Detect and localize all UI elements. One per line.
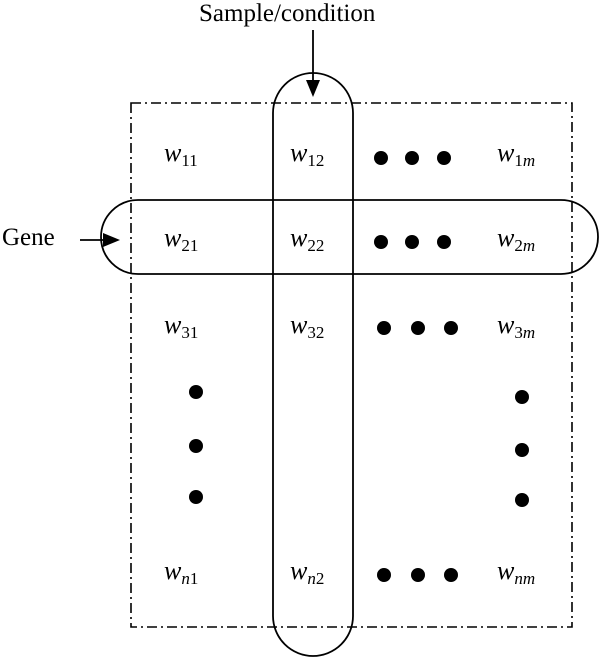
dot: [189, 385, 203, 399]
dot: [437, 151, 451, 165]
dot: [411, 321, 425, 335]
cell-letter: w: [290, 223, 308, 252]
cell-w32: w32: [290, 310, 325, 342]
cell-subscript: 2: [514, 236, 523, 255]
dot: [515, 493, 529, 507]
cell-subscript: 1: [189, 569, 199, 588]
cell-w11: w11: [164, 138, 198, 170]
cell-subscript: 31: [181, 323, 199, 342]
dot: [515, 443, 529, 457]
cell-subscript: 32: [307, 323, 325, 342]
cell-letter: w: [497, 556, 515, 585]
cell-wn1: wn1: [164, 556, 199, 588]
dot: [189, 490, 203, 504]
cell-letter: w: [290, 138, 308, 167]
cell-letter: w: [164, 138, 182, 167]
cell-subscript-italic: nm: [514, 569, 536, 588]
cell-subscript: 1: [514, 151, 523, 170]
cell-letter: w: [164, 556, 182, 585]
cell-letter: w: [164, 223, 182, 252]
cell-letter: w: [290, 556, 308, 585]
cell-w12: w12: [290, 138, 325, 170]
row-highlight: [100, 199, 599, 275]
cell-subscript: 21: [181, 236, 199, 255]
dot: [444, 321, 458, 335]
cell-subscript-italic: n: [181, 569, 190, 588]
cell-w2m: w2m: [497, 223, 536, 255]
cell-subscript-italic: m: [522, 236, 536, 255]
cell-w22: w22: [290, 223, 325, 255]
dot: [374, 151, 388, 165]
cell-subscript: 2: [315, 569, 325, 588]
row-ellipsis-dots: [374, 151, 458, 582]
column-ellipsis-dots: [189, 385, 529, 507]
dot: [437, 235, 451, 249]
gene-label: Gene: [2, 224, 55, 251]
cell-subscript-italic: n: [307, 569, 316, 588]
matrix-boundary: [130, 102, 573, 628]
sample-arrow-icon: [306, 30, 320, 97]
cell-subscript: 22: [307, 236, 325, 255]
dot: [374, 235, 388, 249]
cell-letter: w: [497, 223, 515, 252]
sample-condition-label: Sample/condition: [199, 0, 376, 27]
cell-wn2: wn2: [290, 556, 325, 588]
cell-subscript: 11: [181, 151, 198, 170]
cell-subscript: 3: [514, 323, 523, 342]
cell-subscript-italic: m: [522, 323, 536, 342]
dot: [405, 235, 419, 249]
cell-w21: w21: [164, 223, 199, 255]
dot: [515, 390, 529, 404]
cell-letter: w: [164, 310, 182, 339]
cell-w31: w31: [164, 310, 199, 342]
gene-arrow-icon: [80, 233, 120, 247]
dot: [377, 568, 391, 582]
cell-wnm: wnm: [497, 556, 536, 588]
cell-w3m: w3m: [497, 310, 536, 342]
dot: [411, 568, 425, 582]
cell-subscript: 12: [307, 151, 325, 170]
dot: [405, 151, 419, 165]
dot: [189, 439, 203, 453]
dot: [377, 321, 391, 335]
cell-subscript-italic: m: [522, 151, 536, 170]
cell-letter: w: [497, 138, 515, 167]
cell-letter: w: [290, 310, 308, 339]
cell-w1m: w1m: [497, 138, 536, 170]
dot: [444, 568, 458, 582]
cell-letter: w: [497, 310, 515, 339]
